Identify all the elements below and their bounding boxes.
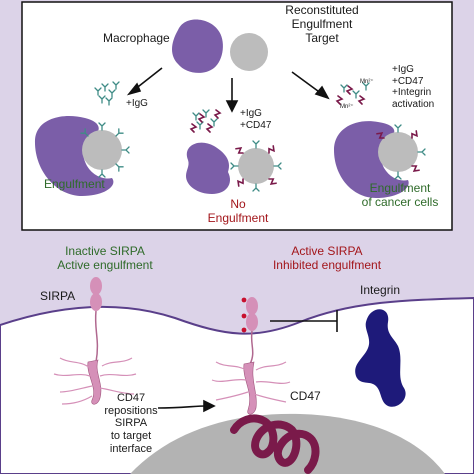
reposition-note-line-2: repositions [104, 404, 158, 417]
reposition-arrow [157, 399, 216, 413]
middle-outcome-line-2: Engulfment [207, 210, 269, 225]
mn-label-2: Mn²⁺ [340, 104, 354, 110]
middle-condition-label: +IgG +CD47 [240, 108, 271, 131]
integrin [355, 309, 406, 407]
inactive-title-line-1: Inactive SIRPA [65, 244, 145, 258]
middle-outcome-line-1: No [230, 197, 246, 211]
mn-label-1: Mn²⁺ [360, 79, 374, 85]
right-condition-line-3: +Integrin [392, 87, 432, 98]
target-cell [130, 413, 445, 474]
right-condition-line-4: activation [392, 98, 435, 110]
right-outcome-line-2: of cancer cells [361, 194, 439, 209]
target-label: Reconstituted Engulfment Target [272, 3, 372, 45]
reposition-note-line-1: CD47 [116, 392, 146, 404]
macrophage-label: Macrophage [103, 31, 170, 45]
right-condition-line-1: +IgG [392, 64, 414, 75]
right-condition-label: +IgG +CD47 +Integrin activation [392, 64, 434, 110]
sirpa-active [211, 297, 291, 415]
reposition-note-line-5: interface [109, 442, 153, 455]
target-middle [238, 148, 274, 184]
macrophage-left [34, 116, 114, 196]
active-title-line-1: Active SIRPA [291, 244, 363, 258]
target-label-line-3: Target [305, 30, 339, 45]
inhibition-bar [270, 310, 338, 332]
macrophage-middle [186, 142, 231, 194]
left-condition-label: +IgG [126, 98, 148, 109]
target-label-line-2: Engulfment [291, 16, 353, 31]
inactive-title-line-2: Active engulfment [57, 257, 153, 272]
left-outcome-label: Engulfment [44, 177, 105, 191]
target-left [82, 130, 122, 170]
inactive-title: Inactive SIRPA Active engulfment [50, 244, 160, 273]
middle-condition-line-2: +CD47 [240, 119, 272, 131]
right-outcome-line-1: Engulfment [369, 181, 431, 195]
integrin-label: Integrin [360, 283, 401, 297]
target-right [378, 132, 418, 172]
macrophage-right [334, 121, 409, 198]
middle-outcome-label: No Engulfment [198, 197, 278, 226]
active-title: Active SIRPA Inhibited engulfment [262, 244, 392, 273]
right-outcome-label: Engulfment of cancer cells [345, 181, 455, 210]
reposition-note-line-4: to target [110, 429, 152, 442]
reposition-note: CD47 repositions SIRPA to target interfa… [100, 392, 162, 455]
reposition-note-line-3: SIRPA [114, 417, 148, 430]
middle-condition-line-1: +IgG [240, 108, 262, 119]
cd47-coil [230, 414, 320, 474]
right-condition-line-2: +CD47 [392, 75, 424, 87]
arrows [126, 67, 330, 113]
target-label-line-1: Reconstituted [285, 3, 359, 17]
cd47-label: CD47 [290, 389, 321, 403]
macrophage-top [172, 19, 223, 73]
sirpa-inactive [53, 277, 137, 405]
active-title-line-2: Inhibited engulfment [272, 257, 382, 272]
sirpa-label: SIRPA [40, 289, 76, 303]
target-top [230, 33, 268, 71]
